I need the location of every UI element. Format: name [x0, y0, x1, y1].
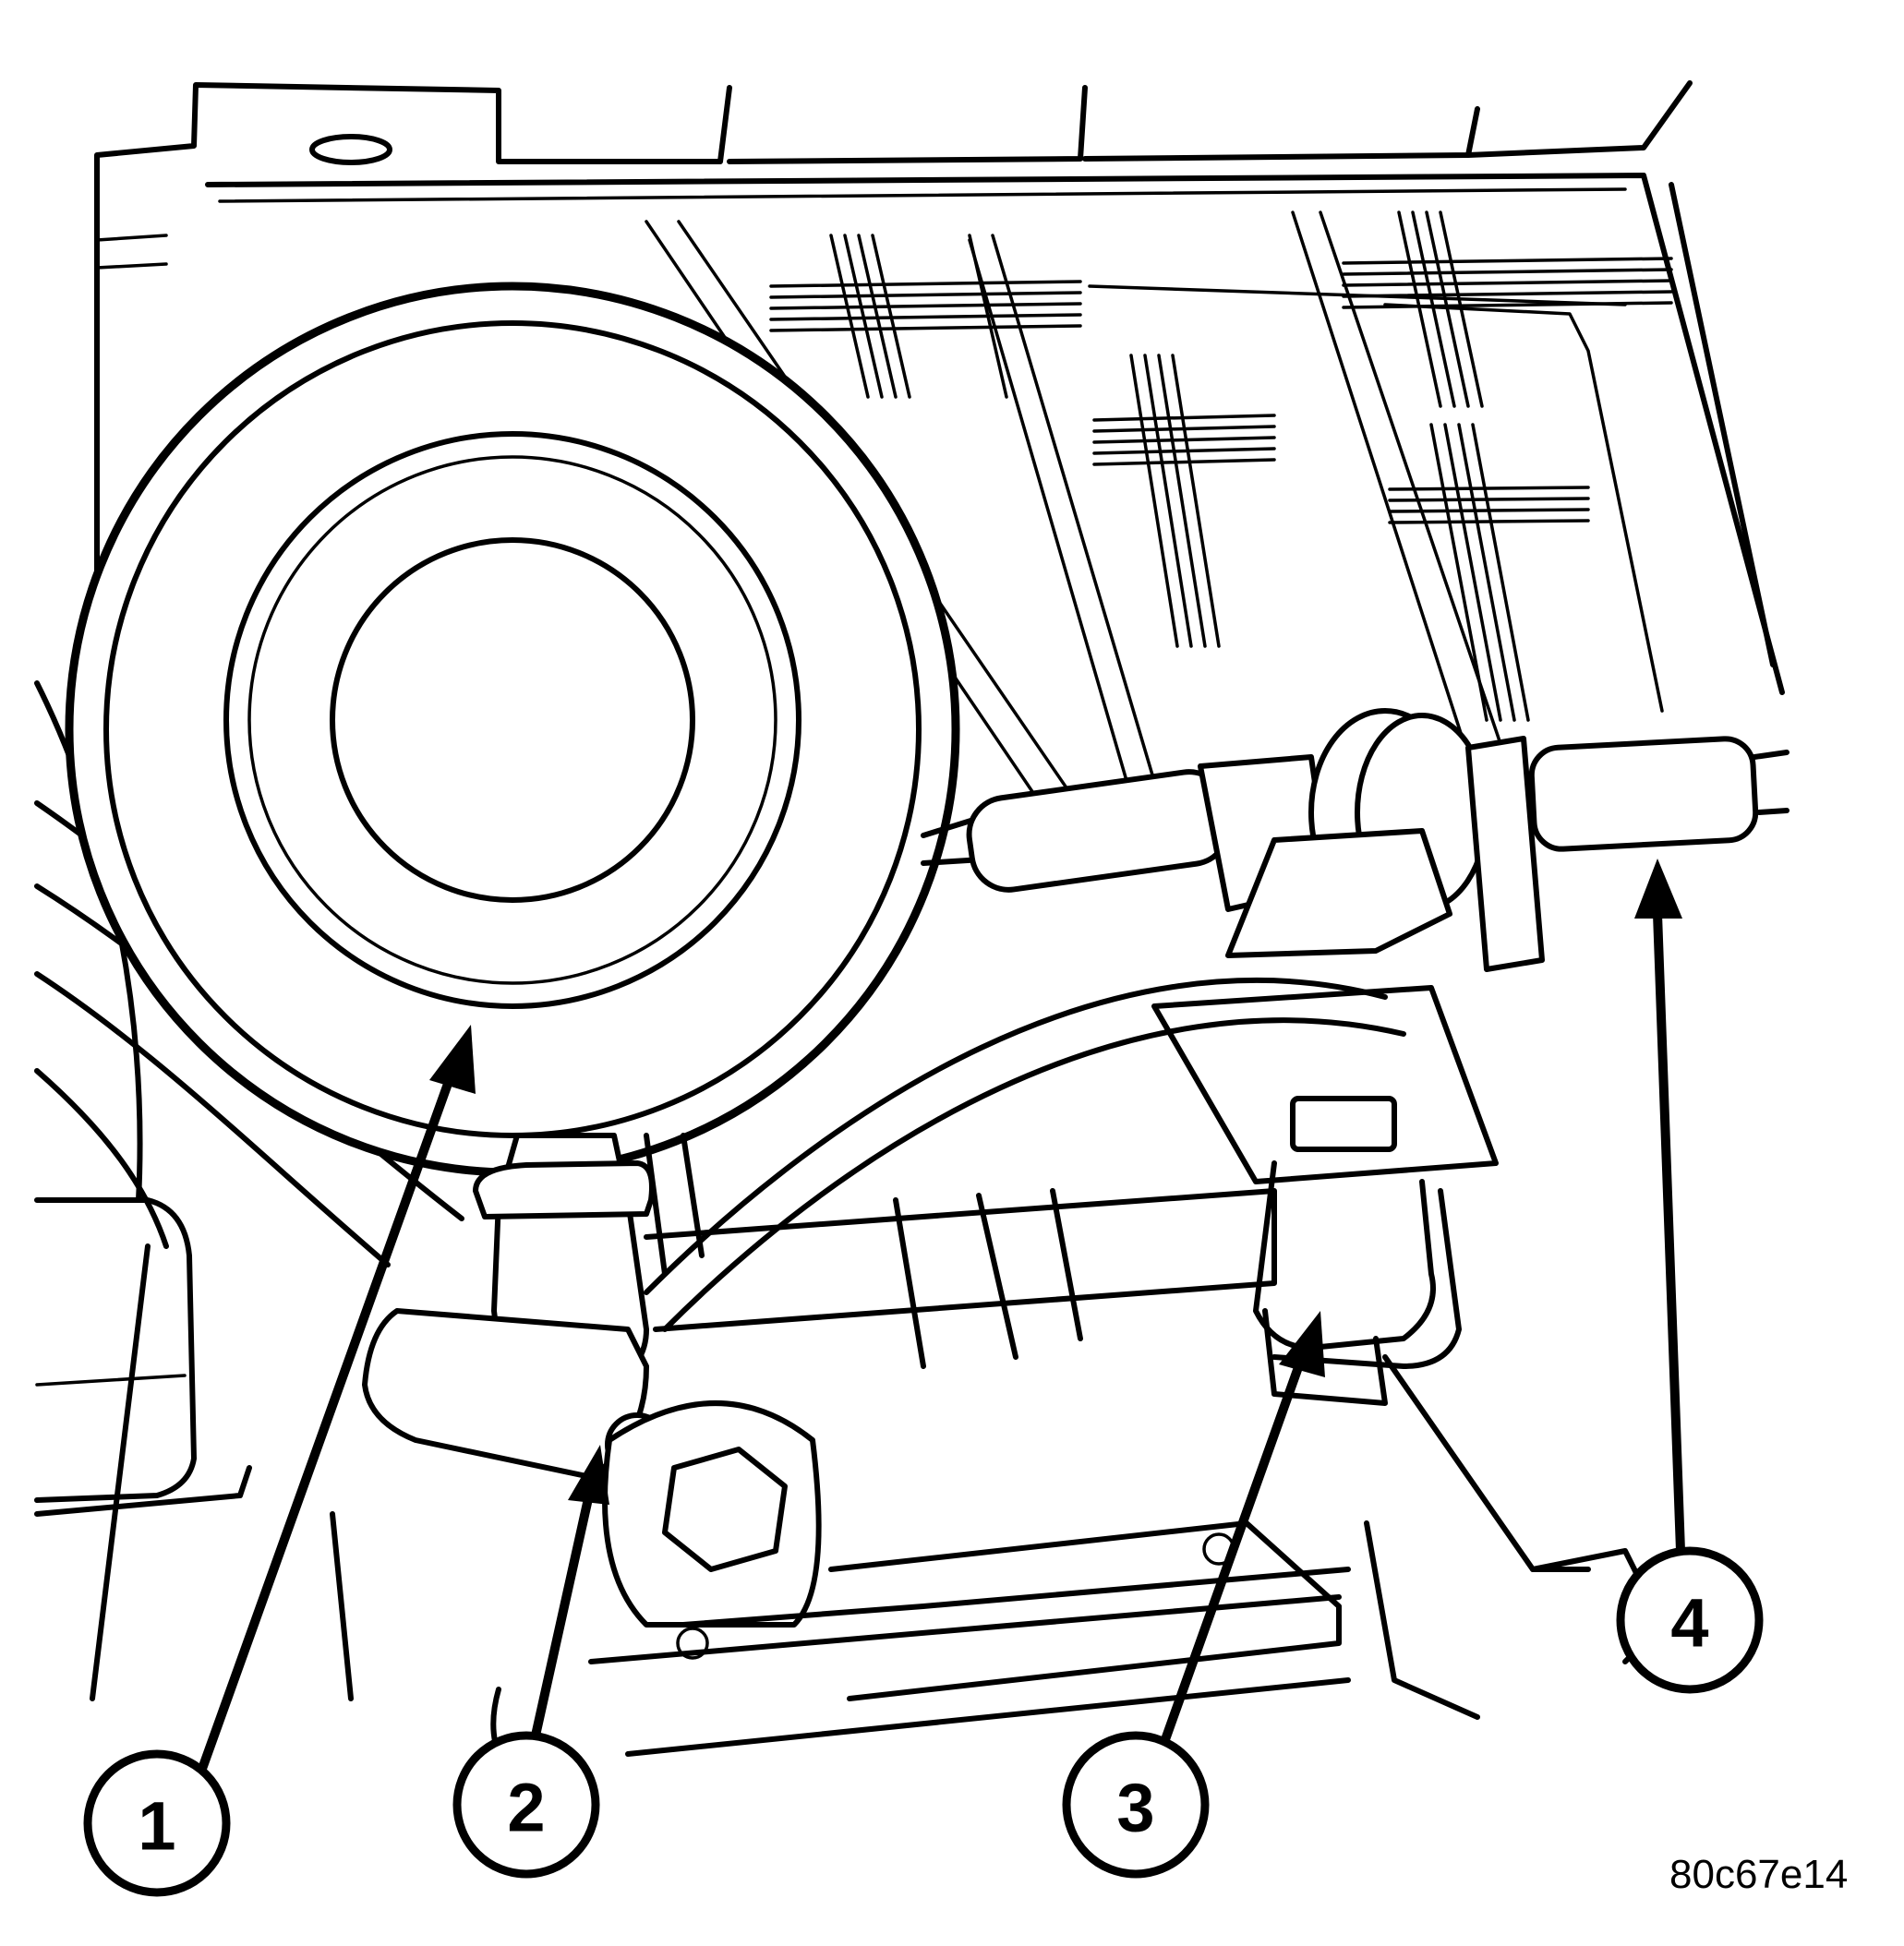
callout-1: 1: [83, 1025, 476, 1897]
callout-label-2: 2: [507, 1770, 545, 1846]
callout-2: 2: [452, 1445, 609, 1879]
engine-block-outline: [94, 80, 1785, 823]
figure-id: 80c67e14: [1669, 1852, 1848, 1897]
callout-4: 4: [1616, 859, 1764, 1694]
air-cleaner-housing: [65, 282, 960, 1177]
callout-3: 3: [1062, 1311, 1325, 1879]
callout-label-3: 3: [1116, 1770, 1154, 1846]
callout-label-4: 4: [1670, 1585, 1708, 1662]
callout-label-1: 1: [138, 1788, 175, 1865]
housing-texture-marks: [769, 210, 1673, 722]
mounting-bracket: [1151, 828, 1499, 1406]
wiring-harness: [644, 977, 1406, 1332]
bolt-head: [602, 1400, 822, 1628]
